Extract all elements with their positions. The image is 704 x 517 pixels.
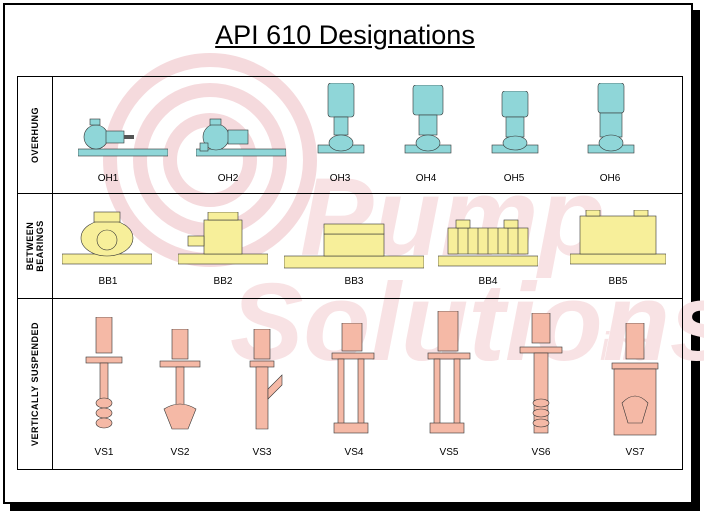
- row-label-overhung: OVERHUNG: [30, 106, 40, 164]
- pump-label-bb5: BB5: [608, 276, 628, 287]
- pump-label-vs5: VS5: [439, 447, 459, 458]
- pump-bb5-icon: [570, 210, 666, 265]
- pump-bb3-icon: [284, 223, 424, 269]
- pump-oh2-icon: [196, 118, 286, 157]
- pump-vs5-icon: [427, 311, 471, 434]
- pump-label-vs2: VS2: [170, 447, 190, 458]
- pump-vs1-icon: [85, 317, 123, 429]
- pump-label-oh1: OH1: [97, 173, 119, 184]
- row-label-vertically-suspended: VERTICALLY SUSPENDED: [30, 321, 40, 447]
- pump-label-vs1: VS1: [94, 447, 114, 458]
- pump-vs3-icon: [249, 329, 283, 430]
- page-title: API 610 Designations: [215, 20, 475, 50]
- pump-label-bb1: BB1: [98, 276, 118, 287]
- pump-oh6-icon: [587, 83, 635, 154]
- row-header-vertically-suspended: VERTICALLY SUSPENDED: [18, 299, 53, 469]
- pump-vs7-icon: [611, 323, 659, 436]
- pump-label-oh5: OH5: [503, 173, 525, 184]
- row-between-bearings: BETWEEN BEARINGS: [18, 194, 682, 299]
- row-header-between-bearings: BETWEEN BEARINGS: [18, 194, 53, 298]
- row-vertically-suspended: VERTICALLY SUSPENDED: [18, 299, 682, 469]
- pump-oh4-icon: [404, 85, 452, 154]
- row-label-between-bearings: BETWEEN BEARINGS: [25, 220, 45, 272]
- pump-vs4-icon: [331, 323, 375, 434]
- row-header-overhung: OVERHUNG: [18, 77, 53, 193]
- pump-label-oh2: OH2: [217, 173, 239, 184]
- pump-label-bb3: BB3: [344, 276, 364, 287]
- pump-label-vs6: VS6: [531, 447, 551, 458]
- pump-bb4-icon: [438, 219, 538, 267]
- row-overhung: OVERHUNG: [18, 77, 682, 194]
- pump-label-bb2: BB2: [213, 276, 233, 287]
- pump-bb2-icon: [178, 212, 268, 265]
- pump-label-vs4: VS4: [344, 447, 364, 458]
- pump-label-bb4: BB4: [478, 276, 498, 287]
- pump-bb1-icon: [62, 211, 152, 265]
- pump-oh3-icon: [317, 83, 365, 154]
- pump-label-oh4: OH4: [415, 173, 437, 184]
- pump-vs2-icon: [159, 329, 201, 430]
- pump-oh1-icon: [78, 118, 168, 157]
- pump-label-oh6: OH6: [599, 173, 621, 184]
- pump-oh5-icon: [491, 91, 539, 154]
- pump-label-vs7: VS7: [625, 447, 645, 458]
- pump-label-vs3: VS3: [252, 447, 272, 458]
- pump-vs6-icon: [519, 313, 563, 434]
- designation-table: OVERHUNG: [17, 76, 683, 470]
- pump-label-oh3: OH3: [329, 173, 351, 184]
